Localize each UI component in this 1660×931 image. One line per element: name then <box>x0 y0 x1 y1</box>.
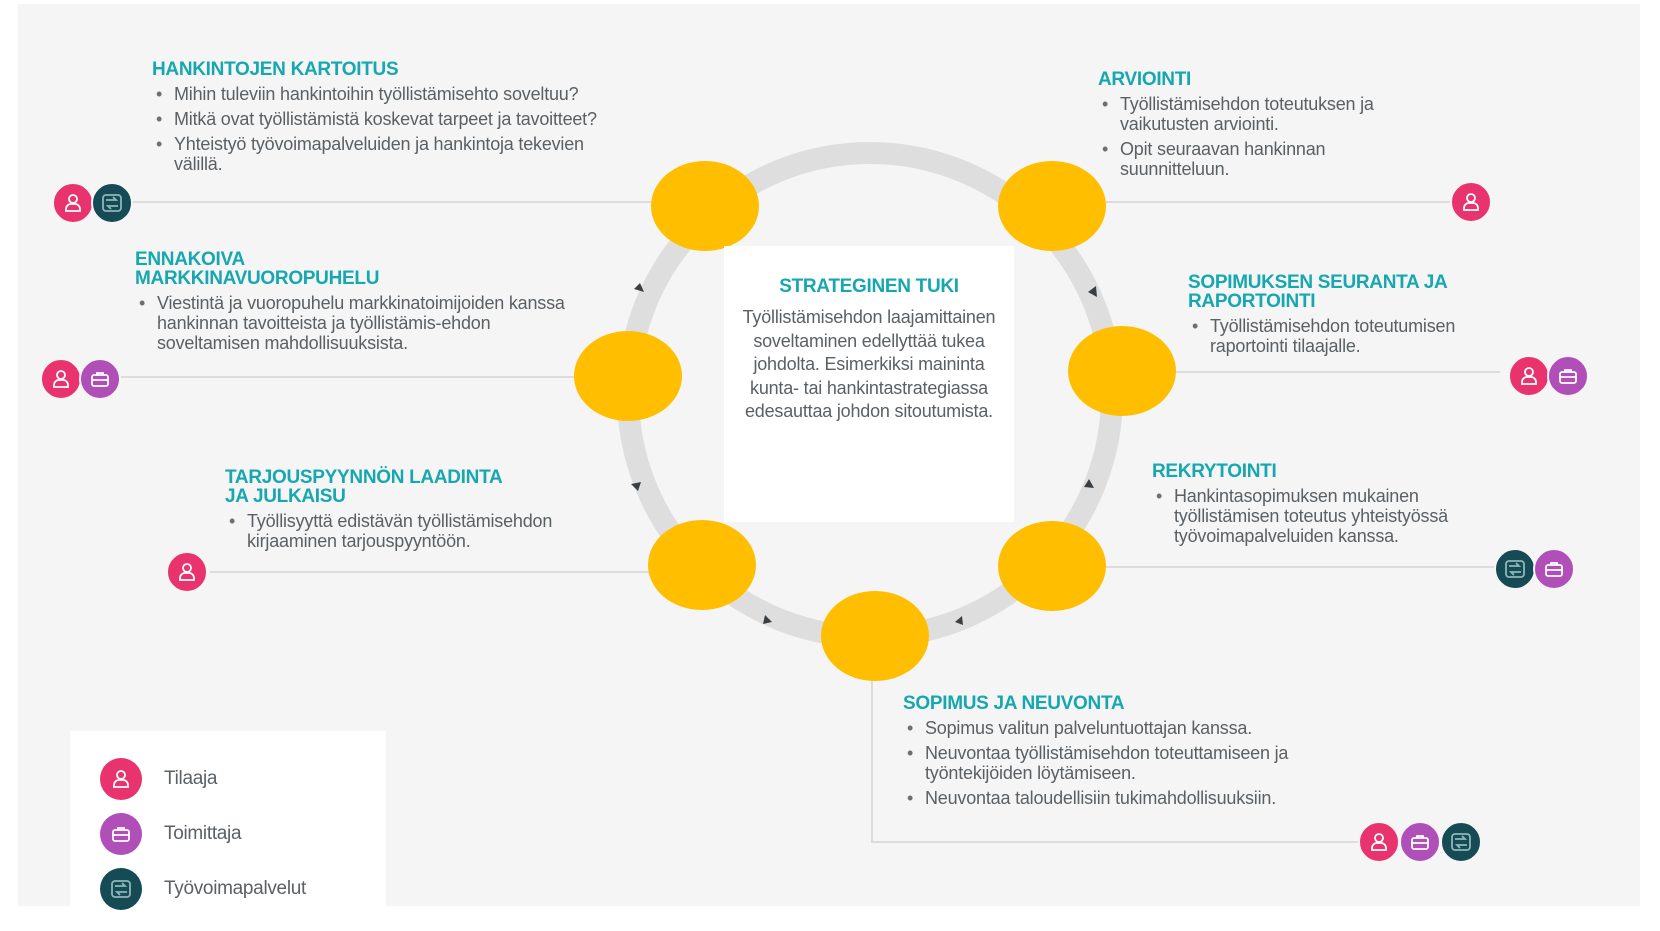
section-rekrytointi: REKRYTOINTI Hankintasopimuksen mukainen … <box>1152 462 1522 551</box>
bullet-arviointi-1: Työllistämisehdon toteutuksen ja vaikutu… <box>1098 94 1428 134</box>
center-title: STRATEGINEN TUKI <box>779 276 959 297</box>
node-rekrytointi <box>998 521 1106 611</box>
strategic-support-box: STRATEGINEN TUKI Työllistämisehdon laaja… <box>724 246 1014 522</box>
exchange-icon <box>91 182 133 224</box>
briefcase-icon <box>79 358 121 400</box>
legend-label-tilaaja: Tilaaja <box>164 768 218 789</box>
section-title-kartoitus: HANKINTOJEN KARTOITUS <box>152 59 399 80</box>
section-title-tarjous: TARJOUSPYYNNÖN LAADINTA JA JULKAISU <box>225 467 503 507</box>
section-arviointi: ARVIOINTI Työllistämisehdon toteutuksen … <box>1098 70 1458 184</box>
node-ennakoiva <box>574 331 682 421</box>
bullet-tarjous-1: Työllisyyttä edistävän työllistämisehdon… <box>225 511 635 551</box>
bullet-kartoitus-3: Yhteistyö työvoimapalveluiden ja hankint… <box>152 134 594 174</box>
person-icon <box>40 358 82 400</box>
section-title-rekrytointi: REKRYTOINTI <box>1152 461 1277 482</box>
briefcase-icon <box>1533 548 1575 590</box>
cycle-arrow-4 <box>955 616 963 625</box>
legend-item-tyovoimapalvelut: Työvoimapalvelut <box>100 868 306 910</box>
section-ennakoiva: ENNAKOIVA MARKKINAVUOROPUHELU Viestintä … <box>135 250 595 358</box>
briefcase-icon <box>100 813 142 855</box>
legend-item-toimittaja: Toimittaja <box>100 813 242 855</box>
bullet-ennakoiva-1: Viestintä ja vuoropuhelu markkinatoimijo… <box>135 293 580 353</box>
bullet-sopimus-2: Neuvontaa työllistämisehdon toteuttamise… <box>903 743 1395 783</box>
person-icon <box>52 182 94 224</box>
cycle-arrow-6 <box>1088 286 1097 297</box>
section-title-ennakoiva: ENNAKOIVA MARKKINAVUOROPUHELU <box>135 249 380 289</box>
bullet-sopimus-3: Neuvontaa taloudellisiin tukimahdollisuu… <box>903 788 1393 808</box>
section-seuranta: SOPIMUKSEN SEURANTA JA RAPORTOINTI Työll… <box>1188 273 1528 361</box>
cycle-arrow-2 <box>631 482 641 491</box>
section-title-seuranta: SOPIMUKSEN SEURANTA JA RAPORTOINTI <box>1188 272 1448 312</box>
person-icon <box>1508 355 1550 397</box>
legend: Tilaaja Toimittaja Työvoimapalvelut <box>70 731 386 931</box>
bullet-kartoitus-2: Mitkä ovat työllistämistä koskevat tarpe… <box>152 109 692 129</box>
section-title-arviointi: ARVIOINTI <box>1098 69 1192 90</box>
legend-label-tyovoimapalvelut: Työvoimapalvelut <box>164 878 306 899</box>
section-kartoitus: HANKINTOJEN KARTOITUS Mihin tuleviin han… <box>152 60 712 179</box>
cycle-arrow-3 <box>763 615 772 624</box>
section-tarjous: TARJOUSPYYNNÖN LAADINTA JA JULKAISU Työl… <box>225 468 645 556</box>
bullet-seuranta-1: Työllistämisehdon toteutumisen raportoin… <box>1188 316 1518 356</box>
exchange-icon <box>1440 821 1482 863</box>
connector-line-sopimus <box>871 680 1360 843</box>
legend-item-tilaaja: Tilaaja <box>100 758 217 800</box>
section-title-sopimus: SOPIMUS JA NEUVONTA <box>903 693 1125 714</box>
exchange-icon <box>1494 548 1536 590</box>
node-tarjous <box>648 520 756 610</box>
bullet-arviointi-2: Opit seuraavan hankinnan suunnitteluun. <box>1098 139 1385 179</box>
bullet-sopimus-1: Sopimus valitun palveluntuottajan kanssa… <box>903 718 1393 738</box>
node-arviointi <box>998 161 1106 251</box>
person-icon <box>100 758 142 800</box>
bullet-rekrytointi-1: Hankintasopimuksen mukainen työllistämis… <box>1152 486 1517 546</box>
person-icon <box>166 551 208 593</box>
person-icon <box>1450 181 1492 223</box>
exchange-icon <box>100 868 142 910</box>
cycle-arrow-1 <box>634 282 644 292</box>
node-sopimus <box>821 591 929 681</box>
briefcase-icon <box>1547 355 1589 397</box>
person-icon <box>1358 821 1400 863</box>
section-sopimus: SOPIMUS JA NEUVONTA Sopimus valitun palv… <box>903 694 1423 813</box>
node-seuranta <box>1068 326 1176 416</box>
bullet-kartoitus-1: Mihin tuleviin hankintoihin työllistämis… <box>152 84 692 104</box>
center-text: Työllistämisehdon laajamittainen sovelta… <box>742 307 996 421</box>
cycle-arrow-5 <box>1084 479 1094 488</box>
legend-label-toimittaja: Toimittaja <box>164 823 242 844</box>
node-kartoitus <box>651 161 759 251</box>
briefcase-icon <box>1399 821 1441 863</box>
